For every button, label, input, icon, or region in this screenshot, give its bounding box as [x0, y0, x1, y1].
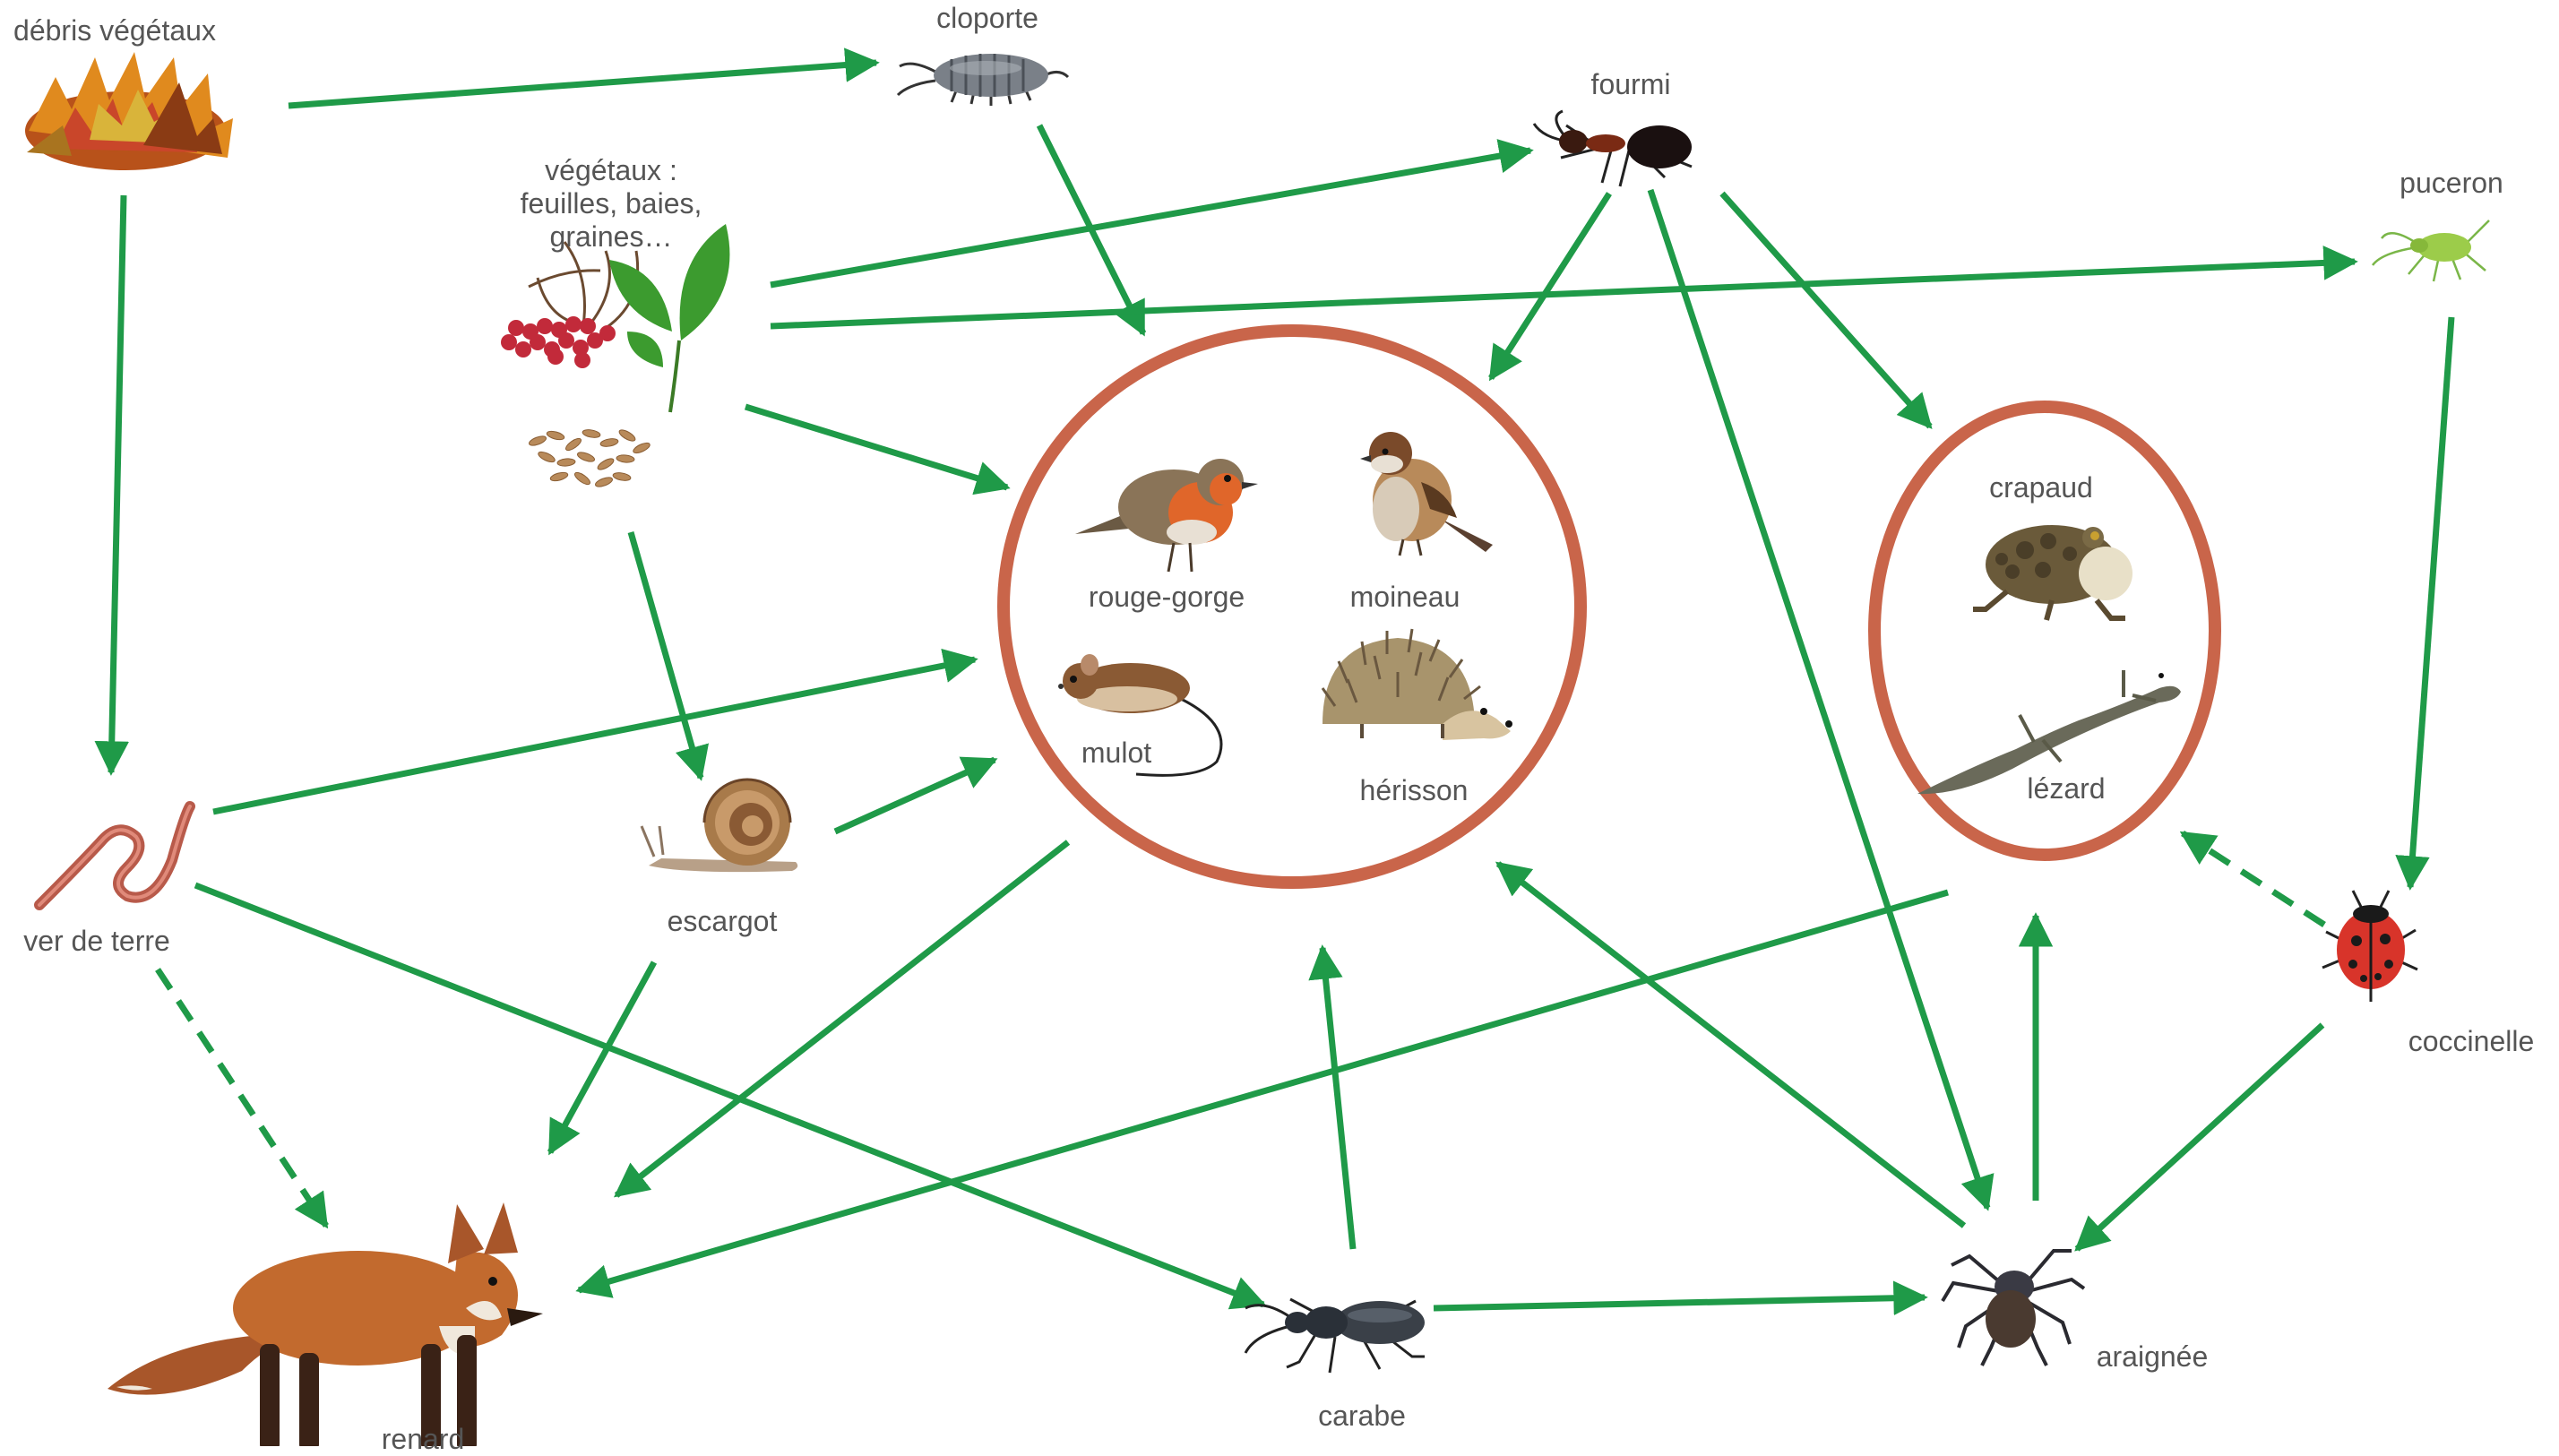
label-araignee: araignée	[2097, 1340, 2209, 1374]
earthworm-icon	[39, 806, 190, 905]
woodlouse-icon	[898, 54, 1068, 106]
ant-icon	[1534, 111, 1692, 186]
arrow-fourmi-to-amphibians	[1722, 194, 1930, 426]
label-cloporte: cloporte	[936, 2, 1038, 35]
arrow-debris-to-ver	[111, 195, 124, 772]
hedgehog-icon	[1323, 629, 1512, 740]
arrow-coccinelle-to-amphibians	[2183, 833, 2324, 925]
sparrow-icon	[1360, 432, 1493, 556]
label-ver-de-terre: ver de terre	[23, 925, 170, 958]
dead-leaves-icon	[25, 52, 233, 170]
label-coccinelle: coccinelle	[2408, 1025, 2535, 1058]
aphid-icon	[2373, 220, 2489, 281]
label-crapaud: crapaud	[1989, 471, 2093, 504]
arrow-coccinelle-to-araignee	[2077, 1025, 2322, 1249]
arrow-vegetaux-to-escargot	[631, 532, 701, 778]
arrow-vegetaux-to-birds	[745, 407, 1007, 487]
label-vegetaux: végétaux : feuilles, baies, graines…	[495, 154, 728, 253]
label-vegetaux-line3: graines…	[495, 220, 728, 254]
spider-icon	[1943, 1251, 2084, 1366]
label-renard: renard	[382, 1423, 465, 1456]
arrow-puceron-to-coccinelle	[2410, 317, 2451, 887]
label-herisson: hérisson	[1360, 774, 1469, 807]
label-fourmi: fourmi	[1591, 68, 1671, 101]
arrow-layer	[111, 63, 2451, 1308]
label-rouge-gorge: rouge-gorge	[1089, 581, 1245, 614]
label-vegetaux-line2: feuilles, baies,	[495, 187, 728, 220]
arrow-escargot-to-birds	[835, 760, 995, 831]
arrow-ver-to-carabe	[195, 885, 1263, 1305]
label-escargot: escargot	[668, 905, 778, 938]
label-vegetaux-line1: végétaux :	[495, 154, 728, 187]
toad-icon	[1973, 525, 2132, 620]
label-carabe: carabe	[1318, 1400, 1406, 1433]
fox-icon	[108, 1202, 543, 1446]
label-puceron: puceron	[2400, 167, 2503, 200]
snail-icon	[642, 780, 797, 872]
arrow-amphibians-to-renard	[579, 892, 1948, 1290]
label-lezard: lézard	[2027, 772, 2105, 806]
label-debris: débris végétaux	[13, 14, 216, 47]
arrow-vegetaux-to-fourmi	[771, 151, 1530, 285]
arrow-carabe-to-birds	[1323, 948, 1353, 1249]
ladybird-icon	[2322, 891, 2417, 1002]
arrow-debris-to-cloporte	[289, 63, 876, 106]
ground-beetle-icon	[1245, 1299, 1425, 1373]
arrow-ver-to-birds	[213, 659, 975, 812]
robin-icon	[1075, 459, 1258, 572]
arrow-carabe-to-araignee	[1434, 1297, 1925, 1308]
plants-berries-seeds-icon	[501, 224, 729, 488]
label-mulot: mulot	[1081, 737, 1151, 770]
arrow-fourmi-to-araignee	[1650, 190, 1987, 1208]
arrow-ver-to-renard	[158, 969, 326, 1226]
arrow-fourmi-to-birds	[1491, 194, 1609, 378]
label-moineau: moineau	[1350, 581, 1460, 614]
